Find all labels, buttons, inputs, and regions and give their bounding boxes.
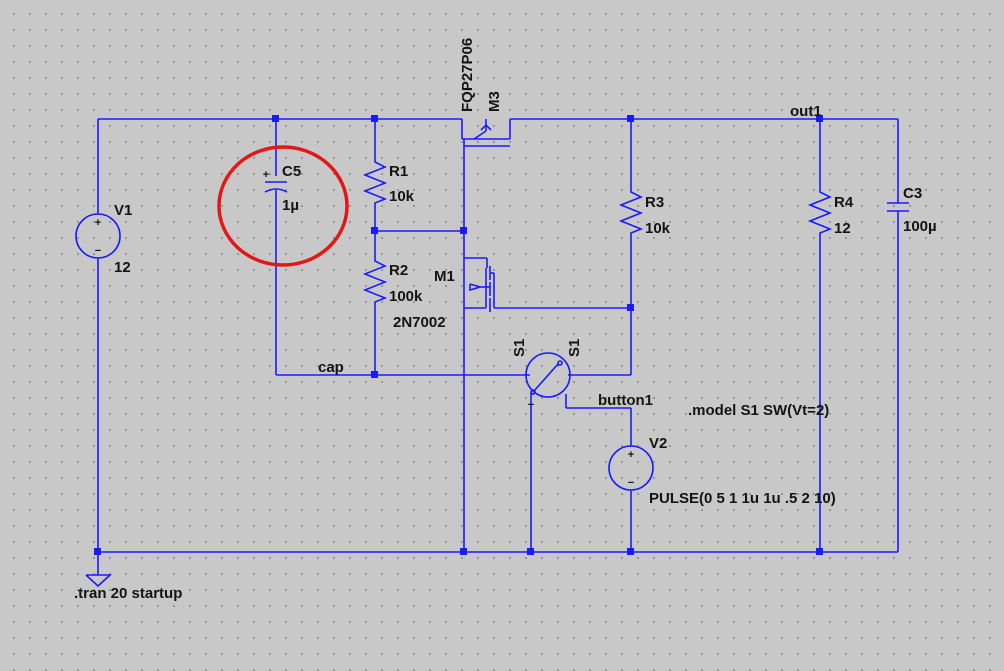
highlight-circle (217, 145, 349, 267)
r1-value: 10k (389, 188, 415, 205)
pmos-m3[interactable]: FQP27P06 M3 (459, 38, 511, 147)
capacitor-c5[interactable]: + C5 1µ (263, 163, 301, 214)
resistor-r3[interactable]: R3 10k (618, 188, 671, 237)
capacitor-c3[interactable]: C3 100µ (887, 185, 937, 235)
junction-dots (94, 115, 823, 555)
net-label-button1[interactable]: button1 (598, 392, 653, 409)
r4-name: R4 (834, 194, 854, 211)
net-label-cap[interactable]: cap (318, 359, 344, 376)
r2-name: R2 (389, 262, 408, 279)
v1-minus-sign: − (95, 245, 101, 257)
s1-minus-sign: − (528, 399, 534, 411)
resistor-r4[interactable]: R4 12 (807, 188, 854, 237)
v1-name: V1 (114, 202, 132, 219)
v2-plus-sign: + (628, 449, 634, 461)
voltage-source-v1[interactable]: + − V1 12 (75, 202, 132, 276)
c3-value: 100µ (903, 218, 937, 235)
v2-minus-sign: − (628, 477, 634, 489)
r4-value: 12 (834, 220, 851, 237)
v2-value: PULSE(0 5 1 1u 1u .5 2 10) (649, 490, 836, 507)
c5-name: C5 (282, 163, 301, 180)
tran-directive[interactable]: .tran 20 startup (74, 585, 182, 602)
voltage-source-v2[interactable]: + − V2 PULSE(0 5 1 1u 1u .5 2 10) (608, 435, 836, 507)
s1-name: S1 (511, 339, 528, 357)
v2-name: V2 (649, 435, 667, 452)
r3-name: R3 (645, 194, 664, 211)
nmos-m1[interactable]: M1 2N7002 (393, 257, 495, 331)
c5-plus-sign: + (263, 169, 269, 181)
resistor-r2[interactable]: R2 100k (362, 257, 423, 306)
m1-value: 2N7002 (393, 314, 446, 331)
resistor-r1[interactable]: R1 10k (362, 158, 415, 207)
ground-symbol[interactable] (85, 574, 113, 588)
switch-s1[interactable]: − S1 S1 (511, 339, 583, 411)
net-label-out1[interactable]: out1 (790, 103, 822, 120)
v1-plus-sign: + (95, 217, 101, 229)
r1-name: R1 (389, 163, 408, 180)
wires (97, 118, 899, 575)
c5-value: 1µ (282, 197, 299, 214)
c3-name: C3 (903, 185, 922, 202)
s1-name-2: S1 (566, 339, 583, 357)
m3-value: FQP27P06 (459, 38, 476, 112)
model-directive[interactable]: .model S1 SW(Vt=2) (688, 402, 829, 419)
m3-name: M3 (486, 91, 503, 112)
v1-value: 12 (114, 259, 131, 276)
r3-value: 10k (645, 220, 671, 237)
m1-name: M1 (434, 268, 455, 285)
r2-value: 100k (389, 288, 423, 305)
